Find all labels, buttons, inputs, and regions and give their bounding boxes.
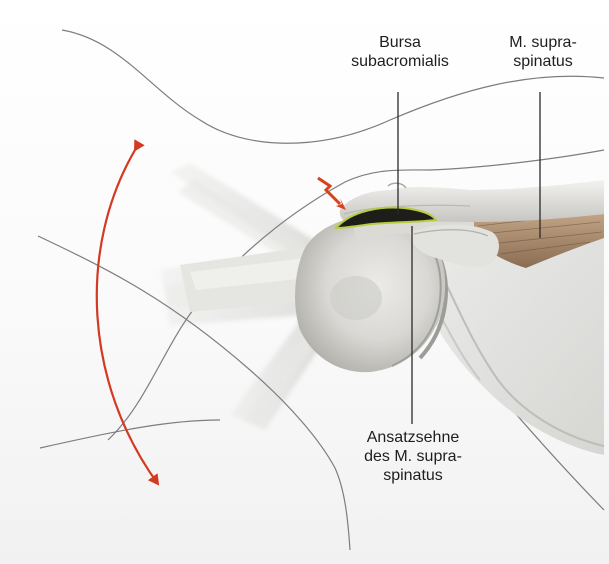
label-line: spinatus — [488, 52, 598, 71]
label-m-supraspinatus: M. supra- spinatus — [488, 33, 598, 71]
label-ansatzsehne: Ansatzsehne des M. supra- spinatus — [343, 428, 483, 485]
impingement-lightning-icon — [318, 178, 346, 210]
label-line: M. supra- — [488, 33, 598, 52]
label-line: spinatus — [343, 466, 483, 485]
label-line: Bursa — [345, 33, 455, 52]
label-bursa-subacromialis: Bursa subacromialis — [345, 33, 455, 71]
label-line: subacromialis — [345, 52, 455, 71]
label-line: des M. supra- — [343, 447, 483, 466]
label-line: Ansatzsehne — [343, 428, 483, 447]
scapula — [418, 232, 604, 455]
